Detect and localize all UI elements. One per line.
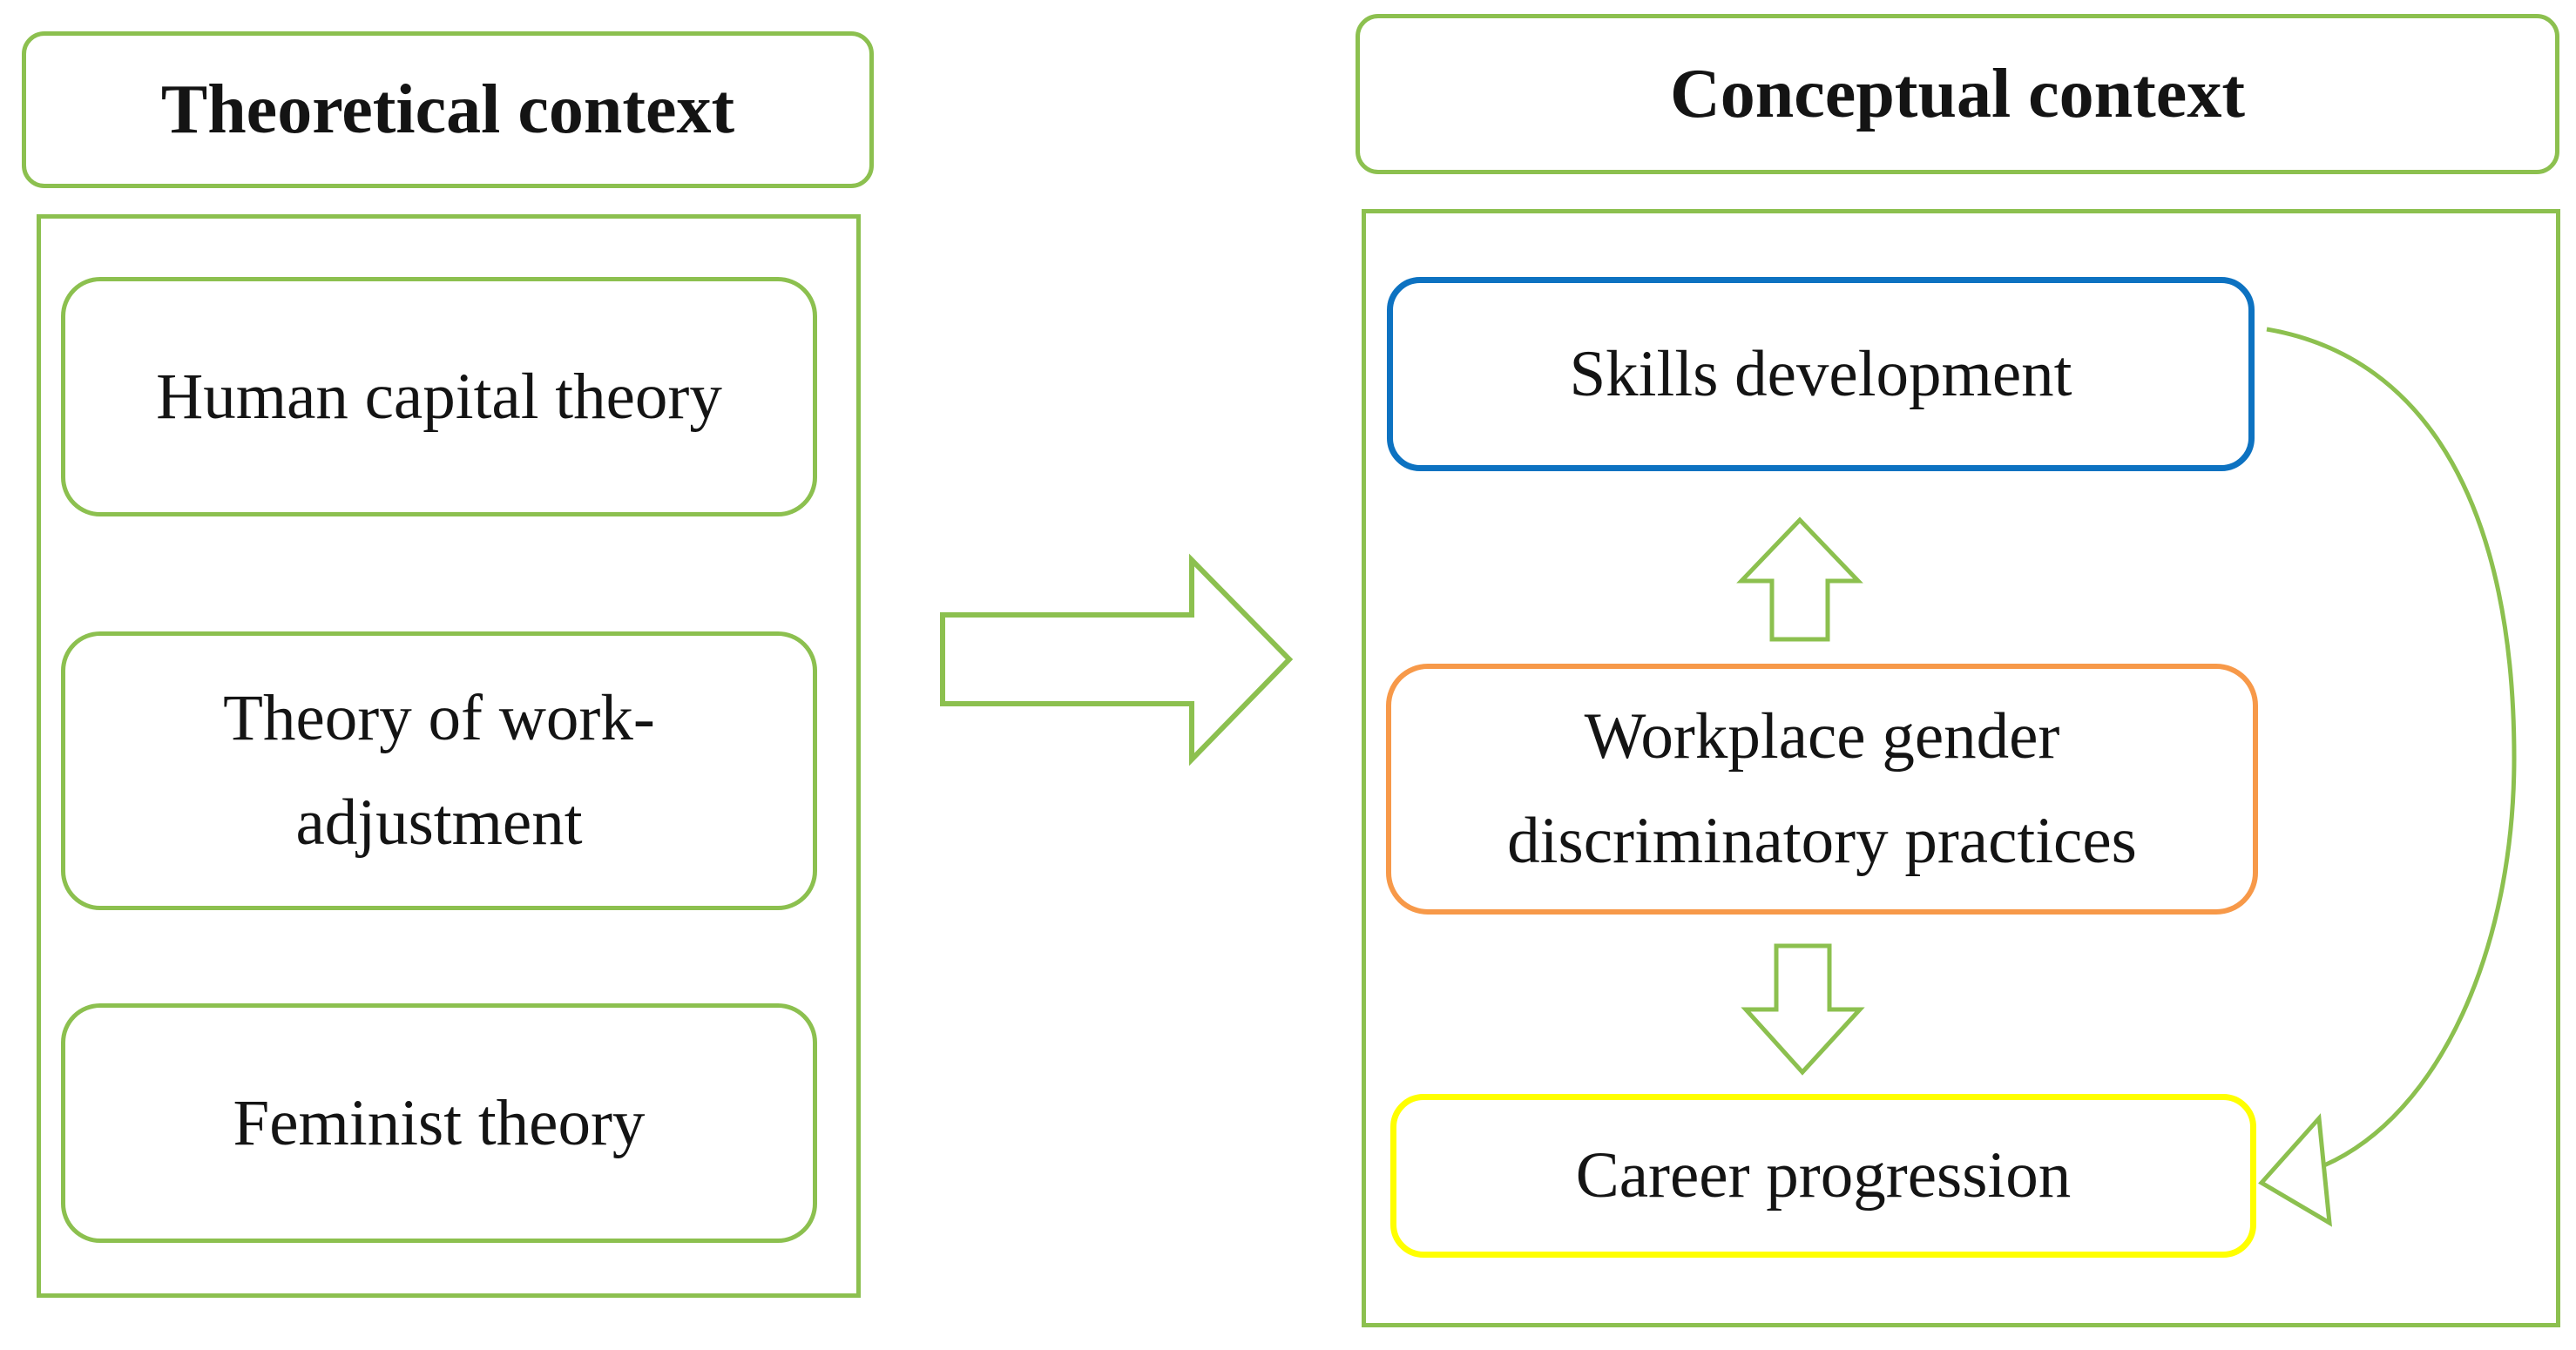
feminist-theory-box: Feminist theory <box>61 1003 817 1243</box>
workplace-to-skills-arrow <box>1736 516 1863 642</box>
career-progression-box: Career progression <box>1390 1094 2256 1258</box>
theoretical-context-title-box: Theoretical context <box>22 31 874 188</box>
conceptual-context-title: Conceptual context <box>1670 55 2245 132</box>
workplace-gender-discriminatory-practices-box: Workplace gender discriminatory practice… <box>1386 664 2258 915</box>
skills-development-box: Skills development <box>1387 277 2255 471</box>
workplace-to-career-arrow <box>1741 943 1865 1076</box>
conceptual-context-title-box: Conceptual context <box>1356 14 2559 174</box>
human-capital-theory-box: Human capital theory <box>61 277 817 516</box>
curved-arrowhead-icon <box>2258 1113 2332 1227</box>
human-capital-theory-label: Human capital theory <box>156 360 722 433</box>
feminist-theory-label: Feminist theory <box>233 1086 646 1159</box>
theory-of-work-adjustment-box: Theory of work-adjustment <box>61 631 817 910</box>
theoretical-to-conceptual-arrow <box>940 553 1294 766</box>
theoretical-context-title: Theoretical context <box>160 71 735 148</box>
theoretical-context-container: Human capital theory Theory of work-adju… <box>37 214 861 1298</box>
theory-of-work-adjustment-label: Theory of work-adjustment <box>223 682 655 859</box>
skills-to-career-curved-arrow <box>2266 327 2517 1168</box>
skills-development-label: Skills development <box>1569 337 2072 410</box>
conceptual-context-container: Skills development Workplace gender disc… <box>1362 209 2560 1327</box>
workplace-gender-discriminatory-practices-label: Workplace gender discriminatory practice… <box>1507 700 2137 877</box>
career-progression-label: Career progression <box>1575 1139 2072 1212</box>
